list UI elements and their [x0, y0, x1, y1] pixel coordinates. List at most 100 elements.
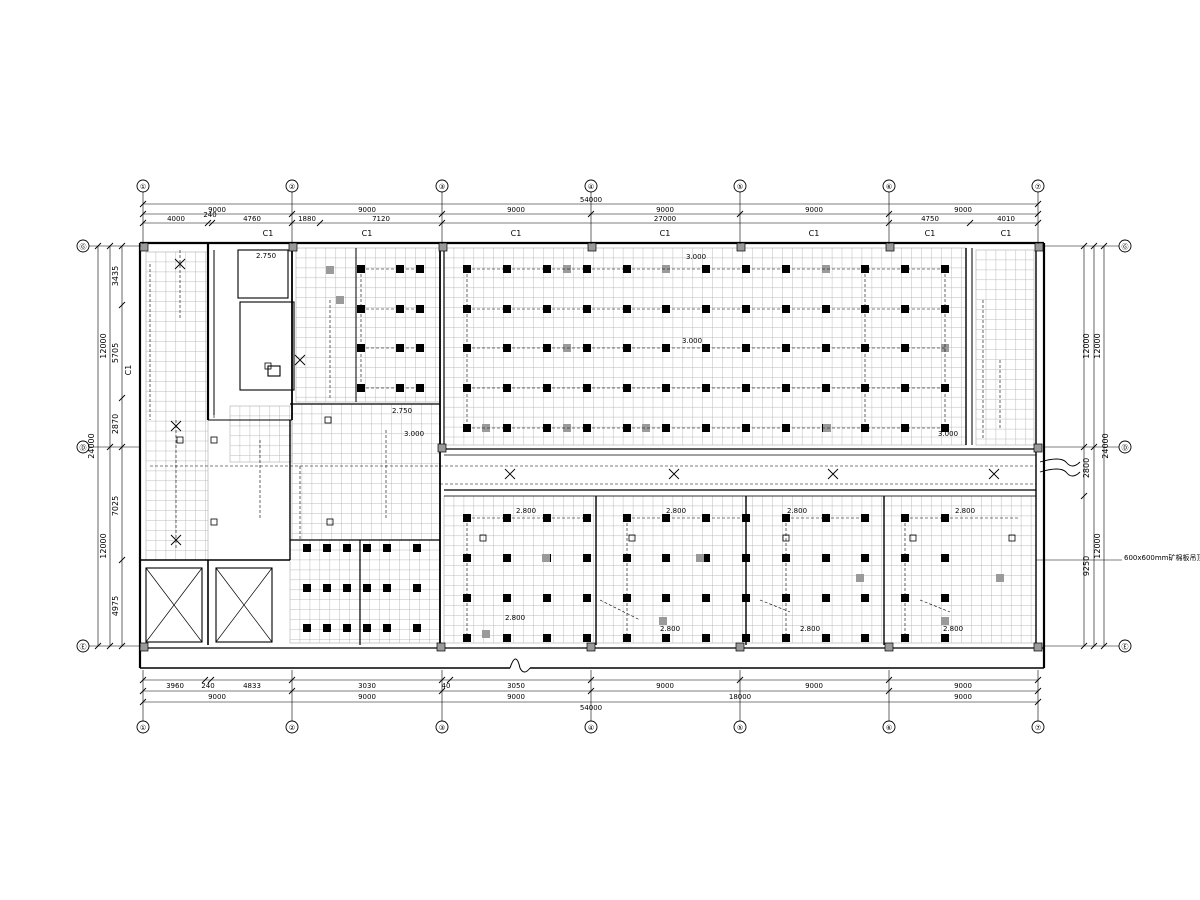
recessed-light	[702, 634, 710, 642]
dimension-inner: 9250	[1082, 556, 1091, 576]
ceiling-level: 2.800	[955, 507, 975, 515]
emergency-light	[174, 258, 186, 270]
dimension-bay: 9000	[208, 206, 226, 214]
air-diffuser	[326, 266, 334, 274]
recessed-light	[702, 344, 710, 352]
smoke-detector	[479, 534, 487, 542]
recessed-light	[702, 265, 710, 273]
dimension-tick	[1090, 443, 1098, 451]
dimension-tick	[106, 642, 114, 650]
ceiling-tile-grid	[146, 252, 208, 560]
axis-bubble	[584, 179, 598, 193]
recessed-light	[416, 305, 424, 313]
dimension-segment: 3030	[358, 682, 376, 690]
row-axis-bubbles: Ⓖ Ⓓ Ⓔ Ⓖ Ⓓ Ⓔ	[76, 239, 1132, 653]
circuit-wire	[466, 518, 906, 638]
dimension-tick	[139, 200, 147, 208]
dimension-bay: 9000	[507, 693, 525, 701]
circuit-wire	[360, 268, 420, 389]
dimension-inner: 4975	[111, 596, 120, 616]
dimension-bay: 9000	[358, 693, 376, 701]
axis-bubble	[76, 239, 90, 253]
dimension-tick	[736, 676, 744, 684]
axis-bubble	[435, 720, 449, 734]
zone-label: C1	[124, 365, 133, 376]
recessed-light	[623, 634, 631, 642]
recessed-light	[416, 384, 424, 392]
ceiling-tile-grid	[292, 404, 440, 540]
dimension-tick	[885, 676, 893, 684]
dimension-tick	[1034, 219, 1042, 227]
structural-column	[139, 642, 149, 652]
ceiling-level: 2.800	[943, 625, 963, 633]
emergency-light	[668, 468, 680, 480]
air-diffuser	[659, 617, 667, 625]
dimension-segment: 40	[442, 682, 451, 690]
dimension-tick	[94, 242, 102, 250]
recessed-light	[742, 305, 750, 313]
recessed-light	[662, 305, 670, 313]
axis-label: ⑥	[886, 183, 892, 191]
recessed-light	[463, 634, 471, 642]
recessed-light	[323, 544, 331, 552]
dimension-tick	[106, 242, 114, 250]
recessed-light	[662, 514, 670, 522]
axis-label: ②	[289, 724, 295, 732]
air-diffuser	[696, 554, 704, 562]
structural-column	[736, 242, 746, 252]
smoke-detector	[176, 436, 184, 444]
air-diffuser	[642, 424, 650, 432]
ceiling-level: 2.800	[800, 625, 820, 633]
axis-label: ⑦	[1035, 724, 1041, 732]
top-dimensions: 54000 9000 9000 9000 9000 9000 9000 4000…	[167, 196, 1015, 238]
dimension-bay: 9000	[507, 206, 525, 214]
dimension-tick	[1034, 200, 1042, 208]
air-diffuser	[662, 265, 670, 273]
dimension-tick	[207, 676, 215, 684]
ceiling-tile-grid	[296, 248, 440, 402]
dimension-tick	[94, 642, 102, 650]
recessed-light	[702, 594, 710, 602]
air-diffuser	[941, 617, 949, 625]
dimension-tick	[1090, 642, 1098, 650]
axis-bubble	[1031, 720, 1045, 734]
recessed-light	[822, 344, 830, 352]
right-dimensions: 12000 12000 24000 2800 9250 12000	[1082, 333, 1110, 576]
recessed-light	[941, 634, 949, 642]
ceiling-level: 2.800	[660, 625, 680, 633]
axis-bubble	[584, 720, 598, 734]
dimension-tick	[1080, 443, 1088, 451]
recessed-light	[363, 624, 371, 632]
dimension-segment: 4010	[997, 215, 1015, 223]
axis-bubble	[1118, 239, 1132, 253]
dimension-tick	[139, 676, 147, 684]
air-diffuser	[822, 265, 830, 273]
annotations: 600x600mm矿棉板吊顶 3.000 3.000 2.750 2.750 3…	[256, 252, 1200, 633]
smoke-detector	[324, 416, 332, 424]
zone-label: C1	[660, 229, 671, 238]
ceiling-material-note: 600x600mm矿棉板吊顶	[1124, 553, 1200, 562]
dimension-bay: 9000	[208, 693, 226, 701]
axis-bubble	[76, 440, 90, 454]
recessed-light	[742, 594, 750, 602]
recessed-light	[742, 344, 750, 352]
axis-label: ⑦	[1035, 183, 1041, 191]
wall-outline	[267, 365, 281, 377]
dimension-tick	[139, 210, 147, 218]
recessed-light	[782, 384, 790, 392]
recessed-light	[583, 554, 591, 562]
recessed-light	[383, 584, 391, 592]
axis-bubble	[285, 179, 299, 193]
structural-column	[1033, 443, 1043, 453]
recessed-light	[742, 514, 750, 522]
dimension-segment: 3050	[507, 682, 525, 690]
recessed-light	[503, 554, 511, 562]
recessed-light	[742, 554, 750, 562]
air-diffuser	[996, 574, 1004, 582]
dimension-outer: 12000	[99, 533, 108, 558]
axis-bubble	[76, 639, 90, 653]
recessed-light	[383, 624, 391, 632]
recessed-light	[303, 584, 311, 592]
axis-label: Ⓖ	[1122, 243, 1129, 251]
dimension-tick	[587, 210, 595, 218]
